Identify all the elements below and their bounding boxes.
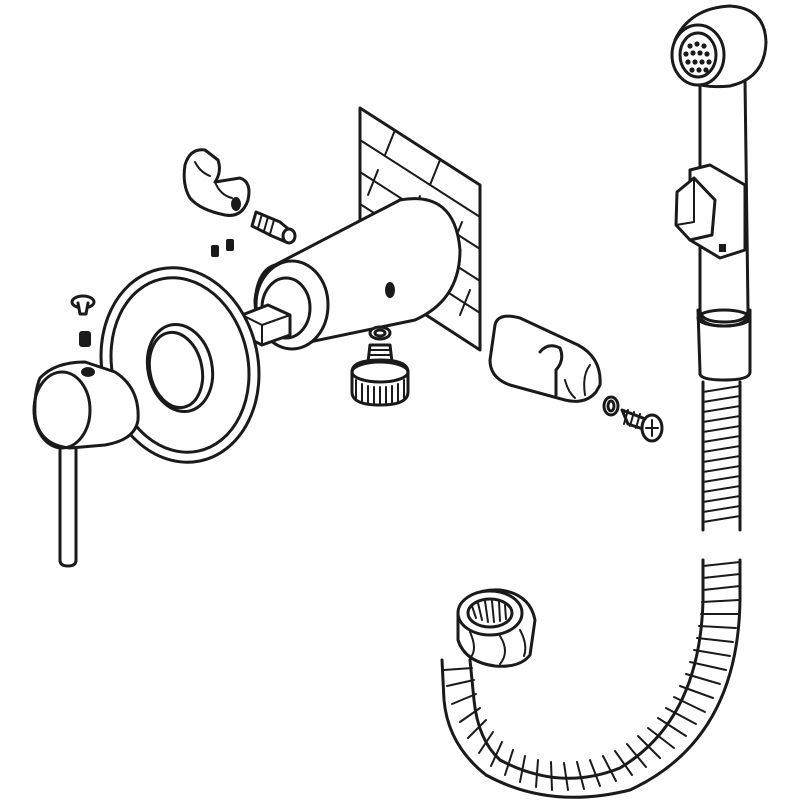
wall-bracket bbox=[182, 148, 251, 217]
escutcheon-rosette bbox=[99, 266, 261, 464]
lever-handle bbox=[32, 360, 140, 568]
hex-key bbox=[79, 331, 91, 347]
hand-shower bbox=[670, 4, 768, 382]
hose-nut bbox=[456, 588, 537, 668]
washer bbox=[602, 395, 620, 417]
shower-holder-clip bbox=[488, 314, 602, 403]
screw-cap bbox=[70, 294, 96, 316]
mounting-screw bbox=[620, 408, 664, 443]
flexible-hose bbox=[440, 380, 742, 799]
threaded-pin bbox=[250, 210, 297, 245]
outlet-nipple bbox=[350, 325, 410, 407]
grub-screws bbox=[211, 239, 234, 257]
